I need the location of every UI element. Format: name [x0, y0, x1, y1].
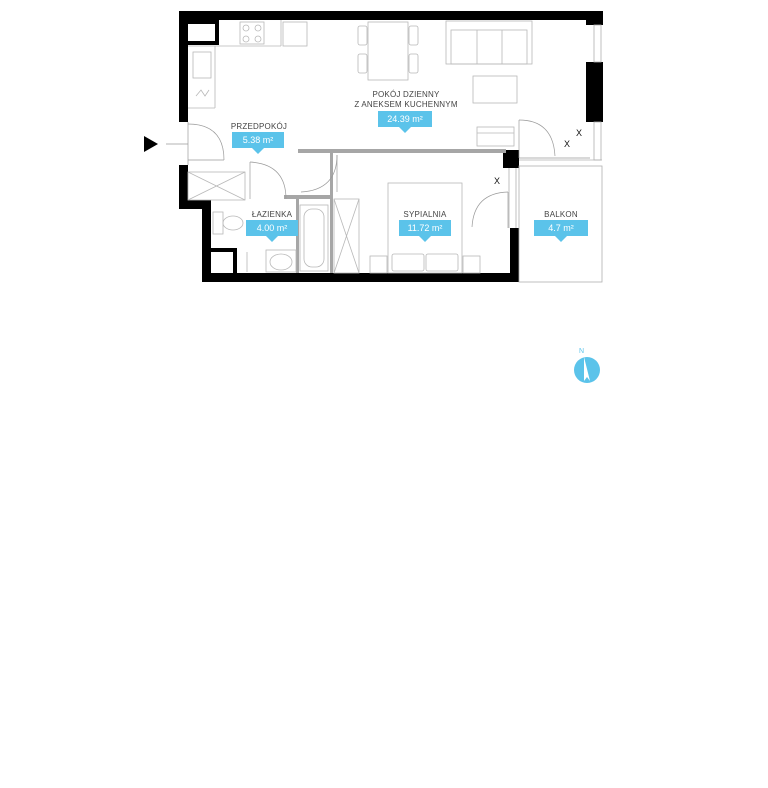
x-mark: X — [494, 176, 500, 186]
balcony-area: 4.7 m² — [548, 223, 574, 233]
living-room-name-line2: Z ANEKSEM KUCHENNYM — [354, 100, 458, 109]
bedroom-area-badge — [399, 220, 451, 236]
x-mark: X — [576, 128, 582, 138]
hall-name: PRZEDPOKÓJ — [231, 122, 287, 131]
hall-area: 5.38 m² — [243, 135, 274, 145]
compass-icon: N — [574, 348, 600, 383]
hall-label: PRZEDPOKÓJ 5.38 m² — [231, 122, 287, 154]
balcony-name: BALKON — [544, 210, 578, 219]
entrance-arrow-icon — [144, 136, 158, 152]
bedroom-furniture — [369, 182, 481, 274]
balcony-outline — [518, 24, 603, 283]
living-furniture — [357, 20, 533, 147]
living-room-area: 24.39 m² — [387, 114, 423, 124]
bathroom-label: ŁAZIENKA 4.00 m² — [246, 210, 298, 242]
bedroom-name: SYPIALNIA — [403, 210, 447, 219]
bathroom-area: 4.00 m² — [257, 223, 288, 233]
bathroom-fixtures — [212, 198, 360, 274]
balcony-area-badge — [534, 220, 588, 236]
living-room-name-line1: POKÓJ DZIENNY — [372, 90, 440, 99]
living-room-label: POKÓJ DZIENNY Z ANEKSEM KUCHENNYM 24.39 … — [354, 90, 458, 133]
bathroom-area-badge — [246, 220, 298, 236]
bedroom-area: 11.72 m² — [408, 223, 443, 233]
kitchen-furniture — [188, 20, 308, 109]
living-room-area-badge — [378, 111, 432, 127]
x-mark: X — [564, 139, 570, 149]
bathroom-name: ŁAZIENKA — [252, 210, 293, 219]
hall-furniture — [187, 171, 246, 201]
bedroom-label: SYPIALNIA 11.72 m² — [399, 210, 451, 242]
balcony-label: BALKON 4.7 m² — [534, 210, 588, 242]
exterior-walls — [179, 11, 603, 282]
doors — [187, 119, 590, 228]
hall-area-badge — [232, 132, 284, 148]
compass-north-label: N — [579, 348, 584, 355]
